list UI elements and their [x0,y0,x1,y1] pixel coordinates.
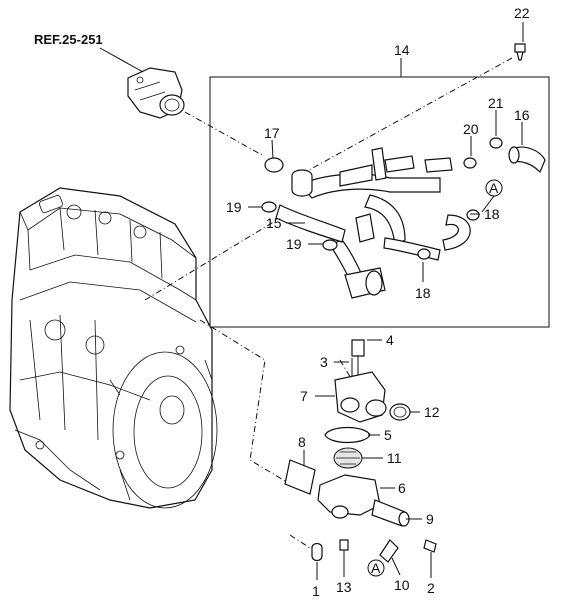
callout-22: 22 [514,5,530,21]
callout-9: 9 [426,511,434,527]
callout-21: 21 [488,95,504,111]
clamp-18-bottom [417,248,431,260]
callout-19-top: 19 [226,199,242,215]
callout-18-right: 18 [484,206,500,222]
ref-leader [99,47,144,73]
callout-17: 17 [264,125,280,141]
clamp-21 [489,137,503,149]
gasket-17 [264,157,284,173]
gasket-5 [324,426,371,444]
connector-22 [299,57,513,176]
engine-block [9,187,218,509]
callout-6: 6 [398,480,406,496]
connector-3 [339,359,353,381]
sensor-13 [339,539,349,551]
callout-20: 20 [463,121,479,137]
housing-6 [317,474,381,516]
ref-label: REF.25-251 [34,32,103,47]
plug-1 [311,542,323,562]
clamp-20 [463,157,477,169]
callout-19-bottom: 19 [286,236,302,252]
svg-text:A: A [371,560,381,576]
connector-1 [289,534,311,549]
clamps [261,43,526,260]
ref-part-outlet [127,67,185,119]
clamp-19-bottom [322,239,338,251]
connector-engine-lower [199,319,301,491]
leader-lines [248,22,524,580]
gasket-8 [284,459,316,495]
callout-14: 14 [394,42,410,58]
callout-8: 8 [298,434,306,450]
svg-text:A: A [489,180,499,196]
callout-11: 11 [387,450,402,466]
bolt-4 [351,339,365,357]
assembly-box [209,76,550,328]
oring-12 [389,403,411,421]
callout-16: 16 [514,107,530,123]
callout-12: 12 [424,404,440,420]
callout-13: 13 [336,579,352,595]
marker-a-top: A [485,179,503,197]
bolt-2 [423,539,437,553]
callout-5: 5 [384,427,392,443]
hose-assembly [275,146,546,299]
connector-ref [184,111,263,156]
marker-a-bottom: A [367,559,385,577]
callout-3: 3 [320,354,328,370]
bolt-22 [514,43,526,61]
clamp-18-right [466,209,480,221]
callout-1: 1 [312,583,320,599]
marker-a-top-leader [481,195,495,213]
pipe-10 [379,539,399,563]
thermostat-assembly [284,339,437,563]
callout-10: 10 [394,577,410,593]
connector-engine [144,214,286,301]
clamp-19-top [261,201,277,213]
callout-2: 2 [427,580,435,596]
callout-7: 7 [300,388,308,404]
callout-18-bottom: 18 [415,285,431,301]
callout-4: 4 [386,332,394,348]
callout-15: 15 [266,215,282,231]
